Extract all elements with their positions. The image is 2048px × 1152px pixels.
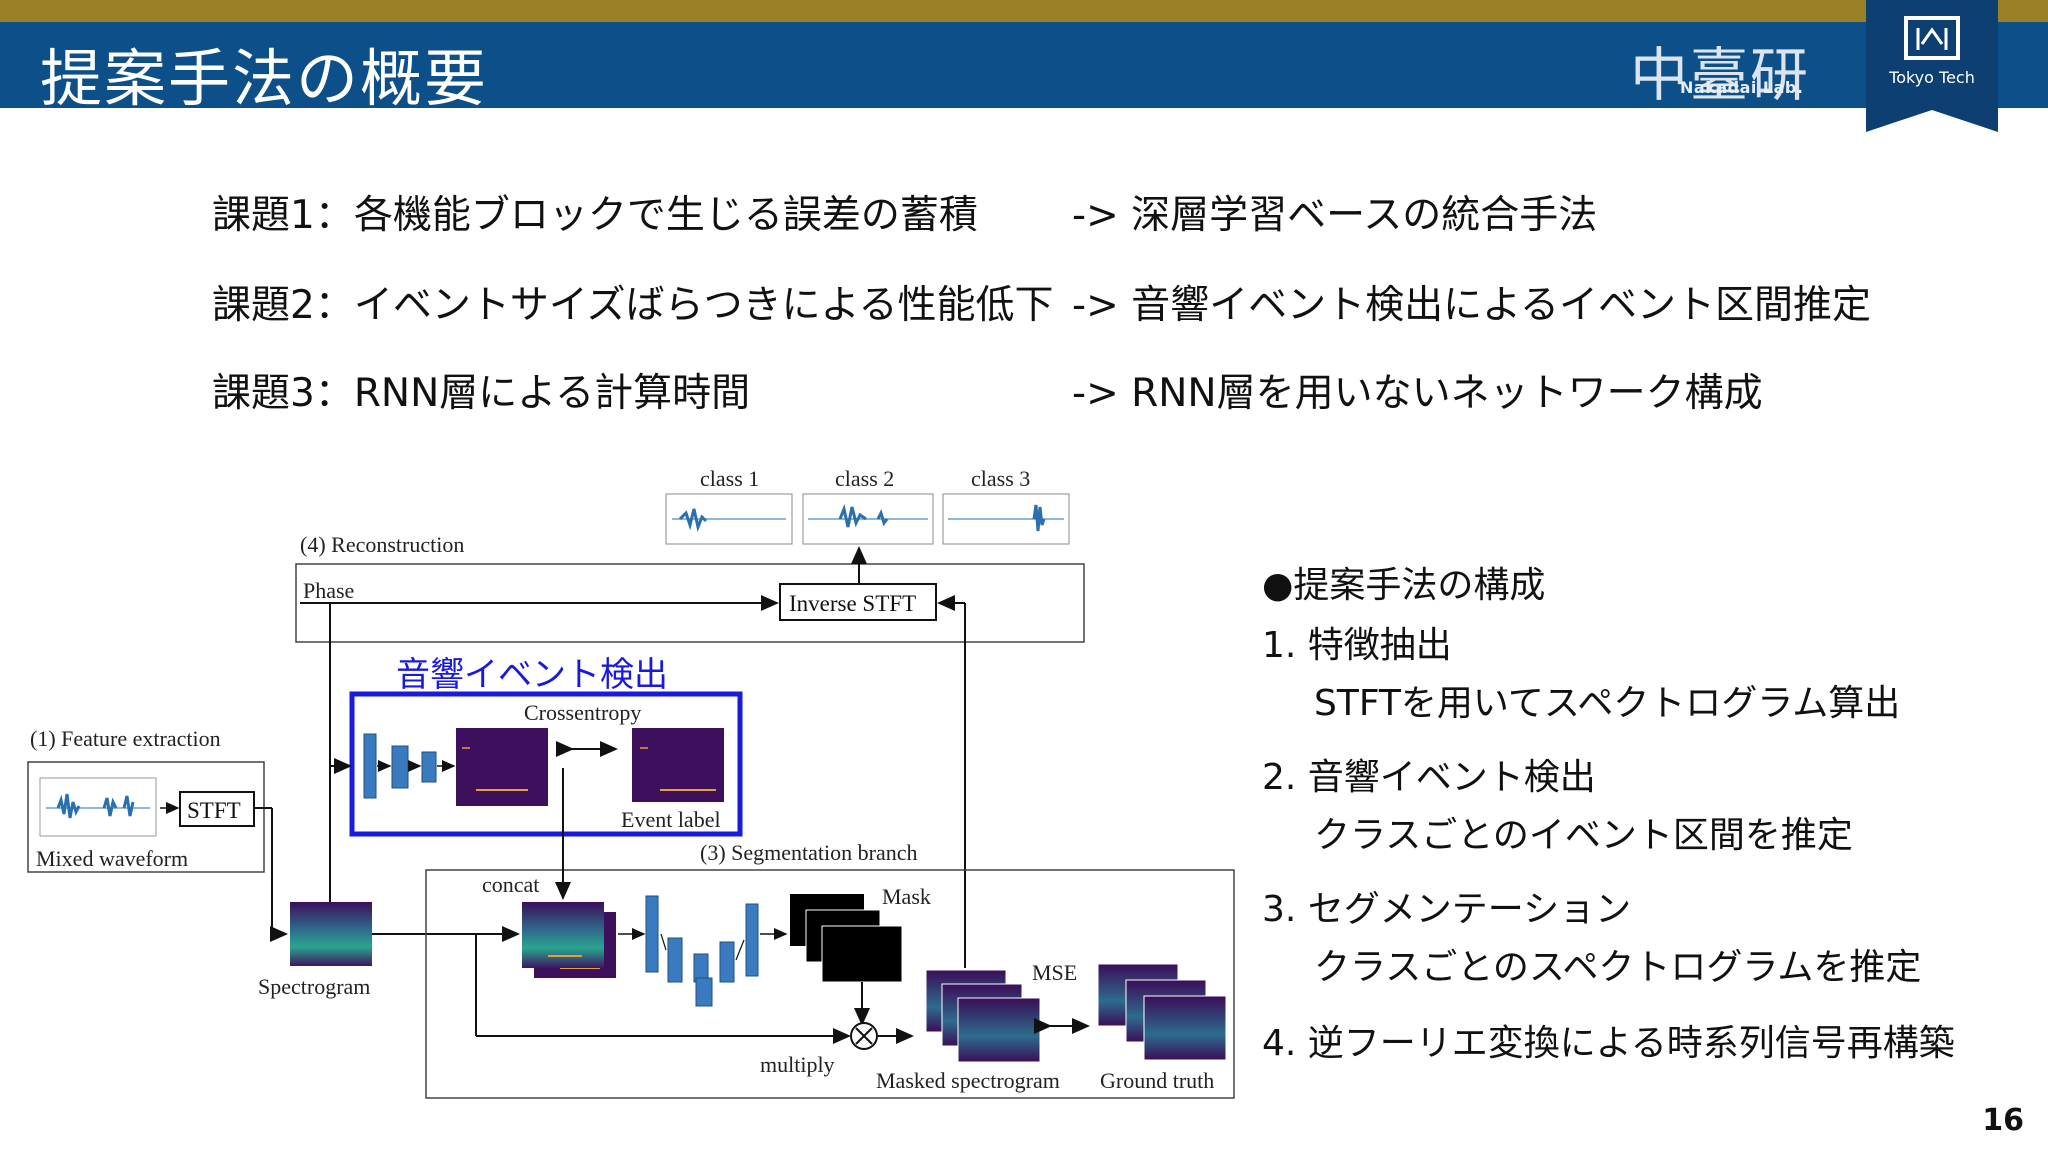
ground-truth-3 bbox=[1143, 995, 1227, 1061]
segmentation-branch-box bbox=[425, 869, 1235, 1099]
sed-prediction-map bbox=[456, 728, 548, 806]
multiply-label: multiply bbox=[760, 1052, 835, 1077]
phase-label: Phase bbox=[303, 578, 354, 603]
method-step-3-title: 3. セグメンテーション bbox=[1262, 889, 1632, 930]
class2-waveform bbox=[838, 503, 889, 528]
method-step-3-desc: クラスごとのスペクトログラムを推定 bbox=[1314, 947, 1922, 988]
mixed-waveform-label: Mixed waveform bbox=[36, 846, 188, 871]
unet-block-1 bbox=[645, 895, 659, 973]
sed-highlight-label: 音響イベント検出 bbox=[396, 656, 668, 694]
mse-label: MSE bbox=[1032, 960, 1077, 985]
masked-spectrogram-label: Masked spectrogram bbox=[876, 1068, 1060, 1093]
university-banner: Tokyo Tech bbox=[1866, 0, 1998, 132]
page-number: 16 bbox=[1982, 1103, 2024, 1138]
solution-1: -> 深層学習ベースの統合手法 bbox=[1072, 193, 1598, 238]
mixed-waveform bbox=[56, 793, 135, 819]
class3-label: class 3 bbox=[971, 466, 1030, 491]
lab-logo: 中臺研 Nakadai Lab. bbox=[1630, 30, 1870, 109]
unet-block-5 bbox=[719, 941, 735, 983]
university-name: Tokyo Tech bbox=[1889, 68, 1975, 87]
mask-label: Mask bbox=[882, 884, 931, 909]
sed-encoder-block-2 bbox=[391, 745, 409, 789]
issue-2: 課題2：イベントサイズばらつきによる性能低下 bbox=[212, 283, 1054, 328]
inverse-stft-label: Inverse STFT bbox=[789, 591, 916, 616]
lab-logo-text: Nakadai Lab. bbox=[1680, 78, 1804, 97]
university-banner-shape bbox=[1866, 0, 1998, 132]
spectrogram-image bbox=[290, 902, 372, 966]
unet-block-6 bbox=[745, 903, 759, 977]
sed-highlight-box bbox=[349, 691, 743, 837]
lab-logo-kanji: 中臺研 bbox=[1630, 41, 1811, 109]
reconstruction-box bbox=[295, 563, 1085, 643]
spectrogram-label: Spectrogram bbox=[258, 974, 370, 999]
solution-2: -> 音響イベント検出によるイベント区間推定 bbox=[1072, 283, 1871, 328]
ground-truth-label: Ground truth bbox=[1100, 1068, 1214, 1093]
method-step-2-title: 2. 音響イベント検出 bbox=[1262, 757, 1596, 798]
method-step-1-title: 1. 特徴抽出 bbox=[1262, 625, 1452, 666]
issue-3: 課題3：RNN層による計算時間 bbox=[212, 371, 751, 416]
reconstruction-label: (4) Reconstruction bbox=[300, 532, 464, 557]
method-heading: ●提案手法の構成 bbox=[1262, 565, 1546, 606]
solution-3: -> RNN層を用いないネットワーク構成 bbox=[1072, 371, 1763, 416]
header-band bbox=[0, 22, 2048, 108]
slide-title: 提案手法の概要 bbox=[40, 42, 489, 115]
unet-block-2 bbox=[667, 937, 683, 983]
method-step-2-desc: クラスごとのイベント区間を推定 bbox=[1314, 815, 1853, 856]
class1-waveform bbox=[678, 508, 708, 533]
feature-extraction-box bbox=[27, 761, 265, 873]
masked-spectrogram-3 bbox=[957, 997, 1041, 1063]
university-emblem-icon bbox=[1904, 16, 1960, 60]
issue-1: 課題1：各機能ブロックで生じる誤差の蓄積 bbox=[212, 193, 978, 238]
header-gold-stripe bbox=[0, 0, 2048, 22]
mask-3 bbox=[821, 925, 903, 983]
concat-label: concat bbox=[482, 872, 539, 897]
stft-label: STFT bbox=[187, 798, 241, 823]
inverse-stft-box bbox=[779, 583, 937, 621]
event-label-text: Event label bbox=[621, 807, 721, 832]
method-step-4-title: 4. 逆フーリエ変換による時系列信号再構築 bbox=[1262, 1023, 1955, 1064]
crossentropy-label: Crossentropy bbox=[524, 700, 641, 725]
segmentation-branch-label: (3) Segmentation branch bbox=[700, 840, 918, 865]
unet-block-4 bbox=[695, 977, 713, 1007]
sed-encoder-block-3 bbox=[421, 751, 437, 783]
feature-extraction-label: (1) Feature extraction bbox=[30, 726, 221, 751]
class2-label: class 2 bbox=[835, 466, 894, 491]
method-step-1-desc: STFTを用いてスペクトログラム算出 bbox=[1314, 683, 1901, 724]
concat-spectrogram bbox=[522, 902, 604, 968]
class3-waveform bbox=[1032, 504, 1046, 532]
class1-label: class 1 bbox=[700, 466, 759, 491]
sed-encoder-block-1 bbox=[363, 733, 377, 799]
